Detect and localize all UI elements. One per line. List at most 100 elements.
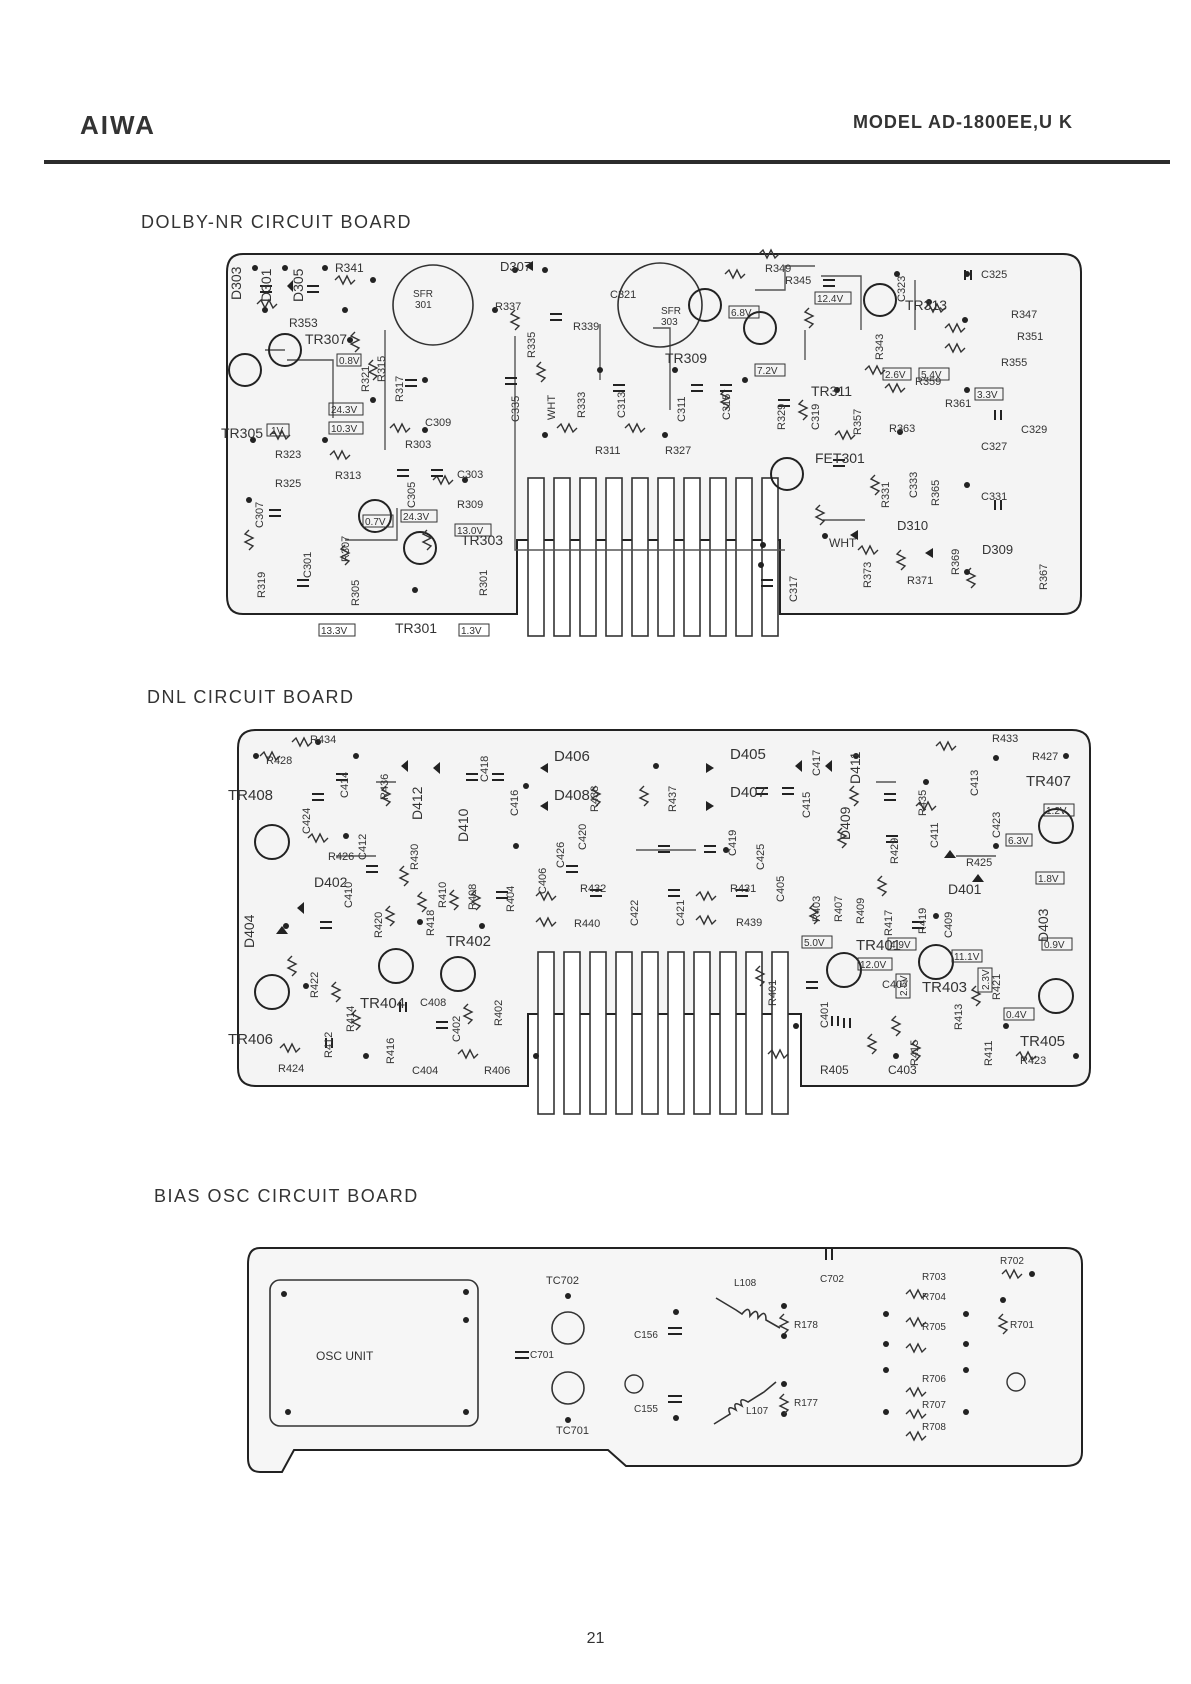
label-r405: R405: [820, 1063, 849, 1077]
label-r438: R438: [589, 786, 601, 812]
bias-osc-circuit-board: OSC UNIT TC702 TC701 C701 C156 C155 L108…: [247, 1247, 1083, 1473]
solder-pads: [246, 265, 970, 593]
label-r313: R313: [335, 470, 361, 482]
label-tr403: TR403: [922, 979, 967, 996]
label-tr309: TR309: [665, 350, 707, 366]
diode-symbols: [287, 261, 933, 558]
label-c319: C319: [810, 404, 822, 430]
label-r347: R347: [1011, 309, 1037, 321]
label-r315: R315: [376, 356, 388, 382]
transistor-symbols: [228, 283, 897, 565]
label-r427: R427: [1032, 751, 1058, 763]
voltage-13_0v: 13.0V: [457, 526, 483, 537]
label-r436: R436: [379, 774, 391, 800]
label-c327: C327: [981, 441, 1007, 453]
label-r371: R371: [907, 575, 933, 587]
voltage-0_4v: 0.4V: [1006, 1010, 1027, 1021]
label-c419: C419: [727, 830, 739, 856]
label-sfr303a: SFR: [661, 306, 681, 317]
label-sfr301b: 301: [415, 300, 432, 311]
voltage-tags: 0.8V 24.3V 10.3V 1V 0.7V 24.3V 13.0V 13.…: [266, 291, 1004, 637]
label-r301: R301: [478, 570, 490, 596]
label-r414: R414: [345, 1006, 357, 1032]
voltage-1_3v: 1.3V: [461, 626, 482, 637]
sfr303-trimmer: [617, 262, 703, 348]
label-c313: C313: [616, 392, 628, 418]
voltage-5_0v: 5.0V: [804, 938, 825, 949]
voltage-6_3v: 6.3V: [1008, 836, 1029, 847]
capacitor-symbols: [312, 773, 924, 1048]
label-c414: C414: [339, 772, 351, 798]
label-c701: C701: [530, 1350, 554, 1361]
label-tc701: TC701: [556, 1425, 589, 1437]
copper-traces: [265, 265, 916, 551]
label-r406: R406: [484, 1065, 510, 1077]
voltage-7_2v: 7.2V: [757, 366, 778, 377]
label-r319: R319: [256, 572, 268, 598]
label-r311: R311: [595, 445, 620, 457]
voltage-0_7v: 0.7V: [365, 517, 386, 528]
dolby-nr-board-title: DOLBY-NR CIRCUIT BOARD: [141, 212, 413, 232]
label-r335: R335: [526, 332, 538, 358]
label-r323: R323: [275, 449, 301, 461]
label-c420: C420: [577, 824, 589, 850]
label-r321: R321: [360, 366, 372, 392]
bias-osc-board-title: BIAS OSC CIRCUIT BOARD: [154, 1186, 419, 1206]
label-r404: R404: [505, 886, 517, 912]
label-c418: C418: [479, 756, 491, 782]
label-r420: R420: [373, 912, 385, 938]
label-c406: C406: [537, 868, 549, 894]
osc-unit-module: [269, 1279, 479, 1427]
label-r341: R341: [335, 261, 364, 275]
label-d411: D411: [847, 751, 863, 784]
voltage-0_8v: 0.8V: [339, 356, 360, 367]
voltage-10_3v: 10.3V: [331, 424, 357, 435]
resistor-symbols: [778, 1268, 1023, 1442]
label-d401: D401: [948, 881, 982, 897]
label-c410: C410: [343, 882, 355, 908]
label-r325: R325: [275, 478, 301, 490]
voltage-24_3v-b: 24.3V: [403, 512, 429, 523]
capacitor-symbols: [260, 270, 1002, 587]
voltage-12_4v: 12.4V: [817, 294, 843, 305]
label-tr402: TR402: [446, 933, 491, 950]
component-labels: OSC UNIT TC702 TC701 C701 C156 C155 L108…: [316, 1256, 1034, 1437]
label-c424: C424: [301, 808, 313, 834]
voltage-11_1v: 11.1V: [954, 952, 980, 963]
edge-connector: [527, 477, 779, 637]
label-r702: R702: [1000, 1256, 1024, 1267]
label-r423: R423: [1020, 1055, 1046, 1067]
label-tr406: TR406: [228, 1031, 273, 1048]
label-r337: R337: [495, 301, 521, 313]
label-d303: D303: [228, 266, 244, 300]
label-r432: R432: [580, 883, 606, 895]
label-c422: C422: [629, 900, 641, 926]
voltage-5_4v: 5.4V: [921, 370, 942, 381]
label-c303: C303: [457, 469, 483, 481]
component-labels: R434 R428 TR408 C424 C414 R436 D412 D410…: [228, 733, 1071, 1077]
label-tc702: TC702: [546, 1275, 579, 1287]
label-c425: C425: [755, 844, 767, 870]
label-c315: C315: [721, 394, 733, 420]
solder-pads: [281, 1271, 1035, 1423]
label-d301: D301: [258, 268, 274, 302]
label-r361: R361: [945, 398, 971, 410]
label-c156: C156: [634, 1330, 658, 1341]
label-d407: D407: [730, 784, 766, 801]
label-r401: R401: [767, 980, 779, 1006]
voltage-2_3v: 2.3V: [981, 969, 992, 990]
label-sfr303b: 303: [661, 317, 678, 328]
label-d310: D310: [897, 518, 928, 533]
label-tr407: TR407: [1026, 773, 1071, 790]
label-r430: R430: [409, 844, 421, 870]
label-tr311: TR311: [811, 383, 852, 399]
label-r357: R357: [852, 409, 864, 435]
voltage-2_5v: 2.5V: [899, 975, 910, 996]
label-r708: R708: [922, 1422, 946, 1433]
dnl-circuit-board: R434 R428 TR408 C424 C414 R436 D412 D410…: [228, 729, 1091, 1115]
label-l107: L107: [746, 1406, 769, 1417]
label-r409: R409: [855, 898, 867, 924]
label-c411: C411: [929, 823, 941, 848]
voltage-2_6v: 2.6V: [885, 370, 906, 381]
label-c301: C301: [302, 552, 314, 578]
